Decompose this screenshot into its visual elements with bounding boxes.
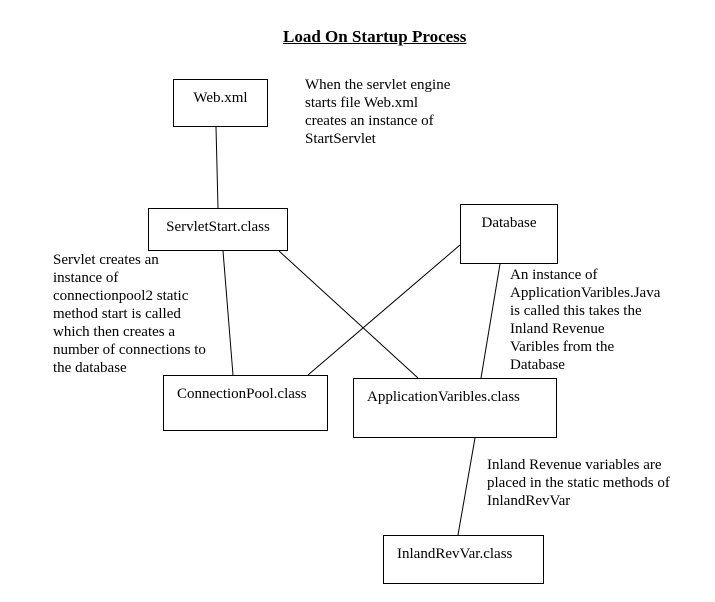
node-inland-rev-var: InlandRevVar.class — [383, 535, 544, 584]
node-web-xml: Web.xml — [173, 79, 268, 127]
note-application-varibles-instance: An instance of ApplicationVaribles.Java … — [510, 267, 661, 373]
note-inland-revenue-variables: Inland Revenue variables are placed in t… — [487, 457, 670, 509]
node-database: Database — [460, 204, 558, 264]
diagram-title: Load On Startup Process — [283, 27, 467, 46]
edge-servlet_start-to-connection_pool — [222, 250, 234, 376]
node-servlet-start: ServletStart.class — [148, 208, 288, 251]
edge-servlet_start-to-application_varibles — [278, 250, 419, 379]
edge-web_xml-to-servlet_start — [215, 126, 219, 209]
node-connection-pool: ConnectionPool.class — [163, 375, 328, 431]
node-application-varibles: ApplicationVaribles.class — [353, 378, 557, 438]
edge-database-to-connection_pool — [307, 244, 461, 376]
edge-database-to-application_varibles — [480, 263, 501, 379]
note-web-xml-startup: When the servlet engine starts file Web.… — [305, 77, 451, 147]
note-connection-pool-creation: Servlet creates an instance of connectio… — [53, 252, 206, 376]
edge-application_varibles-to-inland_rev_var — [457, 437, 476, 536]
